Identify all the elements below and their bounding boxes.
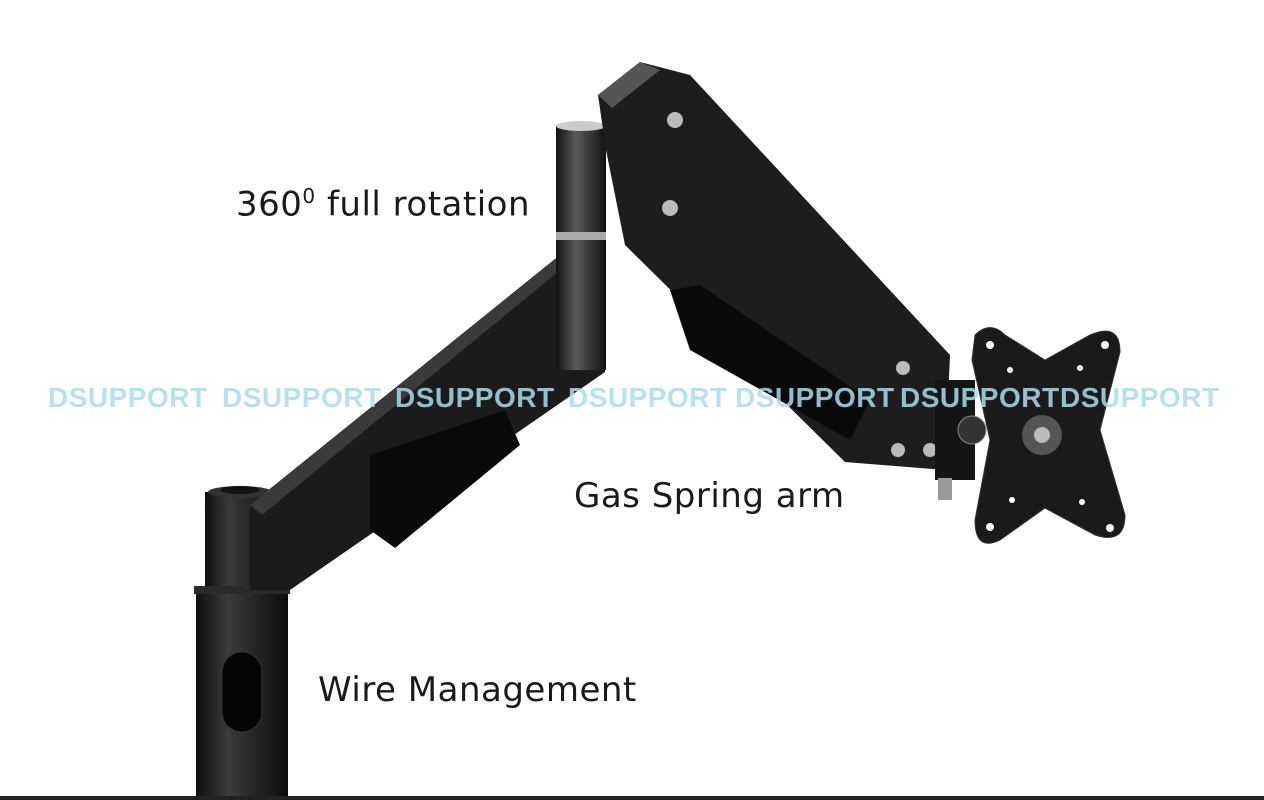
rotation-text: full rotation [315,184,530,225]
hinge [556,121,606,370]
bottom-border [0,796,1264,800]
vesa-plate [971,327,1126,544]
rotation-number: 360 [236,184,303,225]
upper-arm [598,62,987,500]
wire-management-slot [221,651,263,733]
rotation-label: 3600 full rotation [236,184,530,224]
degree-mark: 0 [302,184,316,208]
lower-arm [250,255,605,590]
gas-spring-label: Gas Spring arm [574,476,845,516]
wire-management-label: Wire Management [318,670,637,710]
